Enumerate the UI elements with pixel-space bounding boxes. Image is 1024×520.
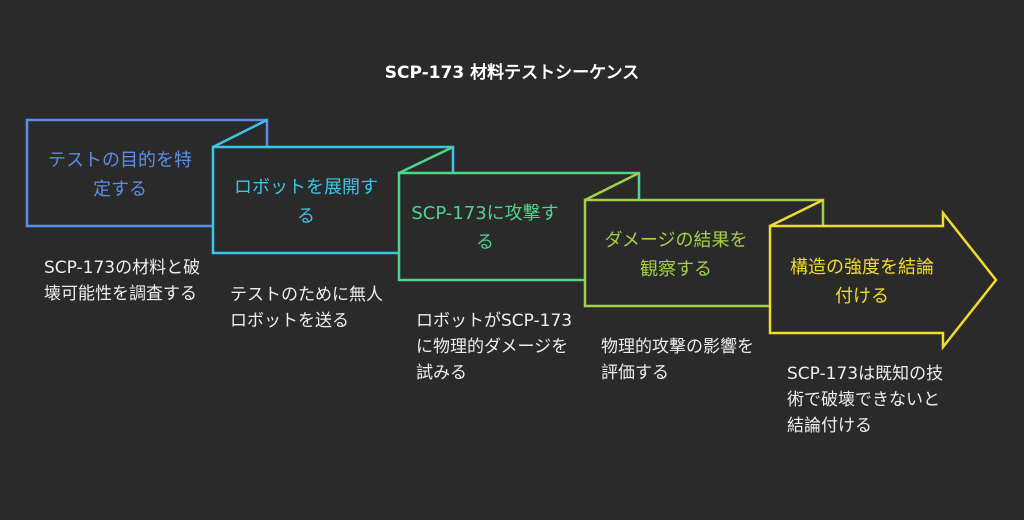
step-1-label: テストの目的を特定する (48, 150, 192, 200)
step-3-label: SCP-173に攻撃する (411, 203, 559, 253)
step-5-label: 構造の強度を結論付ける (790, 257, 934, 307)
step-2-description: テストのために無人ロボットを送る (230, 285, 383, 331)
diagram-title: SCP-173 材料テストシーケンス (384, 63, 640, 83)
step-2-label: ロボットを展開する (234, 177, 378, 227)
step-3-description: ロボットがSCP-173に物理的ダメージを試みる (416, 311, 573, 383)
step-1-description: SCP-173の材料と破壊可能性を調査する (44, 258, 201, 304)
step-4-label: ダメージの結果を観察する (604, 230, 748, 280)
step-5-description: SCP-173は既知の技術で破壊できないと結論付ける (787, 364, 944, 436)
step-4-description: 物理的攻撃の影響を評価する (601, 337, 754, 383)
step-5-arrow (768, 209, 998, 351)
